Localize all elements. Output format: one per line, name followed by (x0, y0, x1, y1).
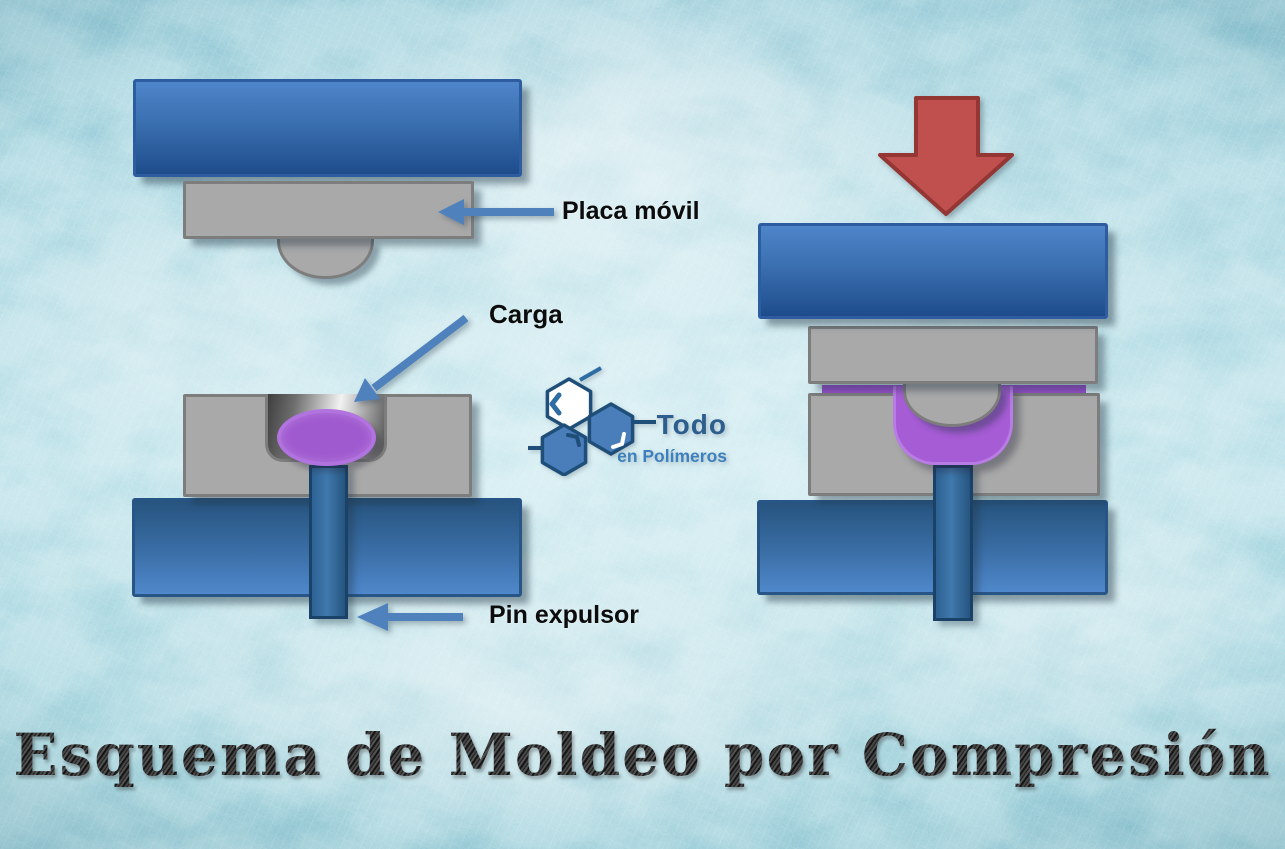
todo-en-polimeros-logo: Todo en Polímeros (528, 366, 727, 476)
carga-label: Carga (489, 299, 563, 329)
bond-line-top (579, 366, 602, 382)
ejector-pin-right (933, 465, 973, 621)
upper-platen-left (133, 79, 522, 177)
movable-plate-left (183, 181, 474, 239)
brand-tagline: en Polímeros (617, 446, 727, 466)
placa-movil-label: Placa móvil (562, 197, 700, 225)
lower-platen-right (757, 500, 1108, 595)
carga-arrow-icon (354, 314, 469, 402)
charge-ellipse (277, 409, 376, 466)
placa-movil-arrow-icon (438, 199, 554, 225)
compression-force-arrow-icon (878, 96, 1014, 216)
ejector-pin-left (309, 465, 348, 619)
brand-name: Todo (657, 409, 727, 440)
poster-title: Esquema de Moldeo por Compresión (13, 721, 1272, 789)
pin-expulsor-label: Pin expulsor (489, 601, 640, 629)
hexagon-left-mark (566, 433, 581, 447)
hexagon-white-mark (549, 392, 562, 416)
movable-plate-right (808, 326, 1098, 384)
pin-expulsor-arrow-icon (357, 603, 463, 631)
hexagon-right-mark (611, 432, 626, 449)
upper-platen-right (758, 223, 1108, 319)
